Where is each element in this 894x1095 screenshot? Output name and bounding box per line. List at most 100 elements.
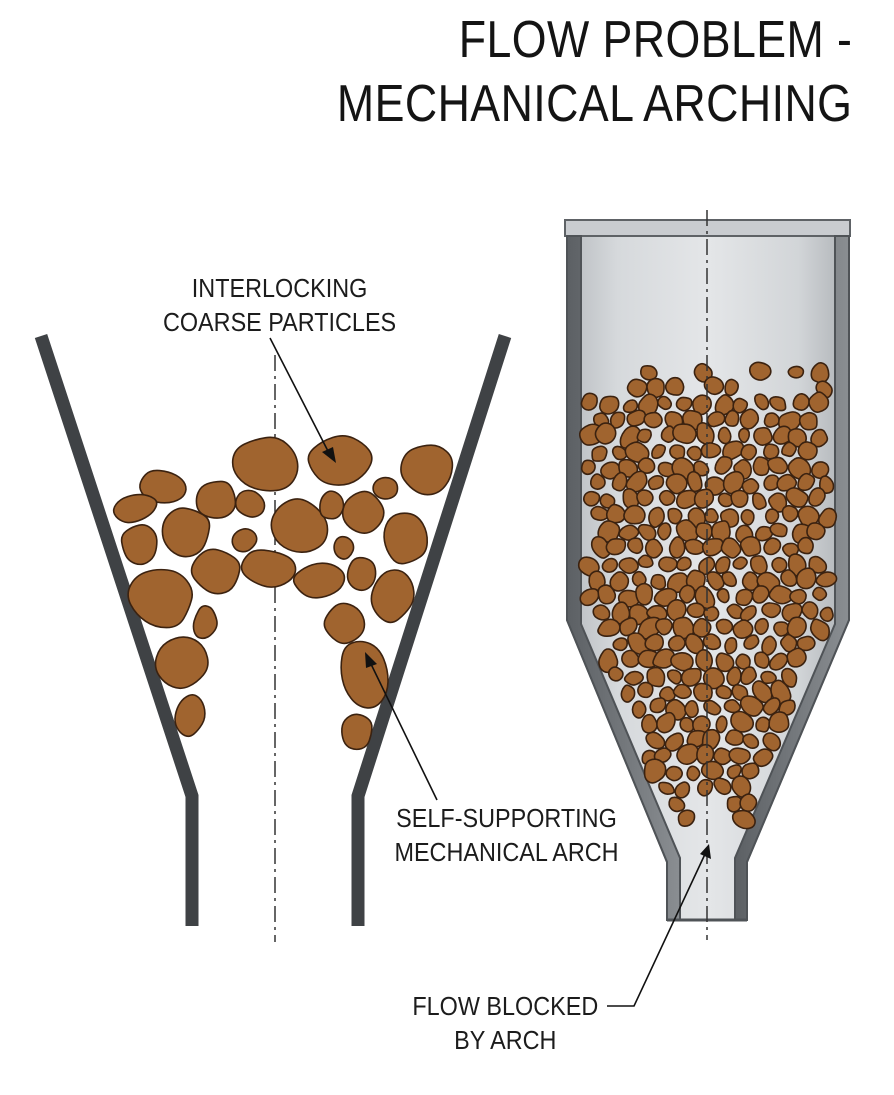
fine-particle (588, 570, 606, 592)
fine-particle (692, 682, 713, 702)
fine-particle (679, 716, 695, 733)
coarse-particle (240, 549, 297, 588)
coarse-particle (127, 568, 194, 629)
fine-particle (680, 667, 702, 687)
fine-particle (730, 489, 749, 508)
right-silo (564, 210, 851, 940)
fine-particle (702, 667, 725, 690)
fine-particle (626, 378, 648, 398)
fine-particle (768, 584, 794, 605)
fine-particle (769, 395, 787, 412)
fine-particle (667, 507, 683, 525)
coarse-particle (372, 476, 399, 500)
fine-particle (686, 602, 706, 619)
fine-particle (715, 618, 734, 635)
fine-particle (769, 522, 788, 538)
fine-particle (693, 488, 715, 509)
fine-particle (684, 699, 699, 719)
fine-particle (795, 567, 817, 590)
coarse-particle (341, 490, 385, 534)
fine-particle (626, 409, 647, 427)
coarse-particle (231, 436, 299, 492)
fine-particle (754, 617, 769, 636)
fine-particle (621, 649, 641, 668)
fine-particle (739, 605, 757, 622)
fine-particle (631, 570, 647, 588)
leader-interlocking-arrowhead (322, 447, 336, 463)
fine-particle (713, 777, 732, 796)
fine-particle (636, 428, 652, 444)
coarse-particle (190, 548, 241, 595)
fine-particle (598, 395, 620, 415)
fine-particle (684, 538, 706, 555)
fine-particle (580, 459, 596, 476)
fine-particle (726, 666, 742, 687)
coarse-particle (383, 512, 429, 565)
coarse-particle (292, 562, 346, 599)
coarse-particle (319, 490, 345, 520)
fine-particle (647, 475, 665, 491)
fine-particle (686, 765, 701, 782)
fine-particle (767, 456, 789, 475)
label-blocked-line-2: BY ARCH (454, 1025, 557, 1055)
fine-particle (645, 731, 666, 750)
fine-particle (762, 443, 780, 460)
fine-particle (779, 633, 798, 653)
coarse-particle (195, 480, 237, 519)
coarse-particle (120, 524, 158, 566)
fine-particle (738, 427, 751, 444)
fine-particle (724, 409, 740, 427)
fine-particle (755, 716, 771, 733)
fine-particle (781, 504, 799, 523)
fine-particle (620, 684, 636, 703)
fine-particle (631, 700, 647, 719)
fine-particle (740, 508, 755, 526)
fine-particle (798, 411, 818, 431)
fine-particle (648, 506, 665, 529)
fine-particle (752, 748, 774, 768)
fine-particle (808, 391, 830, 413)
fine-particle (815, 571, 838, 588)
coarse-particle (333, 535, 355, 560)
fine-particle (819, 606, 834, 623)
fine-particle (669, 444, 686, 460)
fine-particle (649, 697, 667, 714)
label-arch-line-2: MECHANICAL ARCH (394, 837, 619, 867)
fine-particle (806, 522, 826, 541)
fine-particle (643, 411, 663, 429)
fine-particle (720, 537, 742, 559)
fine-particle (598, 648, 619, 674)
fine-particle (639, 365, 658, 381)
fine-particle (732, 556, 748, 570)
fine-particle (591, 445, 608, 462)
fine-particle (740, 443, 758, 461)
label-self-supporting-arch: SELF-SUPPORTING MECHANICAL ARCH (394, 801, 618, 869)
fine-particle (666, 598, 687, 622)
fine-particle (749, 555, 768, 575)
fine-particle (731, 809, 756, 830)
coarse-particle (139, 469, 187, 504)
fine-particle (817, 507, 838, 529)
title-line-1: FLOW PROBLEM - (458, 11, 852, 69)
fine-particle (753, 426, 773, 446)
fine-particle (792, 393, 810, 411)
fine-particle (676, 556, 692, 572)
leader-interlocking (269, 337, 331, 456)
fine-particle (715, 715, 728, 734)
fine-particle (801, 601, 819, 620)
fine-particle (739, 695, 764, 717)
label-flow-blocked: FLOW BLOCKED BY ARCH (412, 989, 598, 1057)
fine-particle (597, 584, 617, 605)
fine-particle (761, 635, 777, 656)
fine-particle (637, 681, 654, 699)
fine-particle (714, 394, 735, 417)
fine-particle (695, 649, 713, 673)
leader-lines (269, 337, 711, 1007)
fine-particle (601, 557, 619, 573)
fine-particle (609, 411, 626, 429)
fine-particle (730, 710, 755, 733)
fine-particle (674, 781, 691, 799)
fine-particle (764, 508, 780, 525)
coarse-particle (323, 602, 366, 645)
